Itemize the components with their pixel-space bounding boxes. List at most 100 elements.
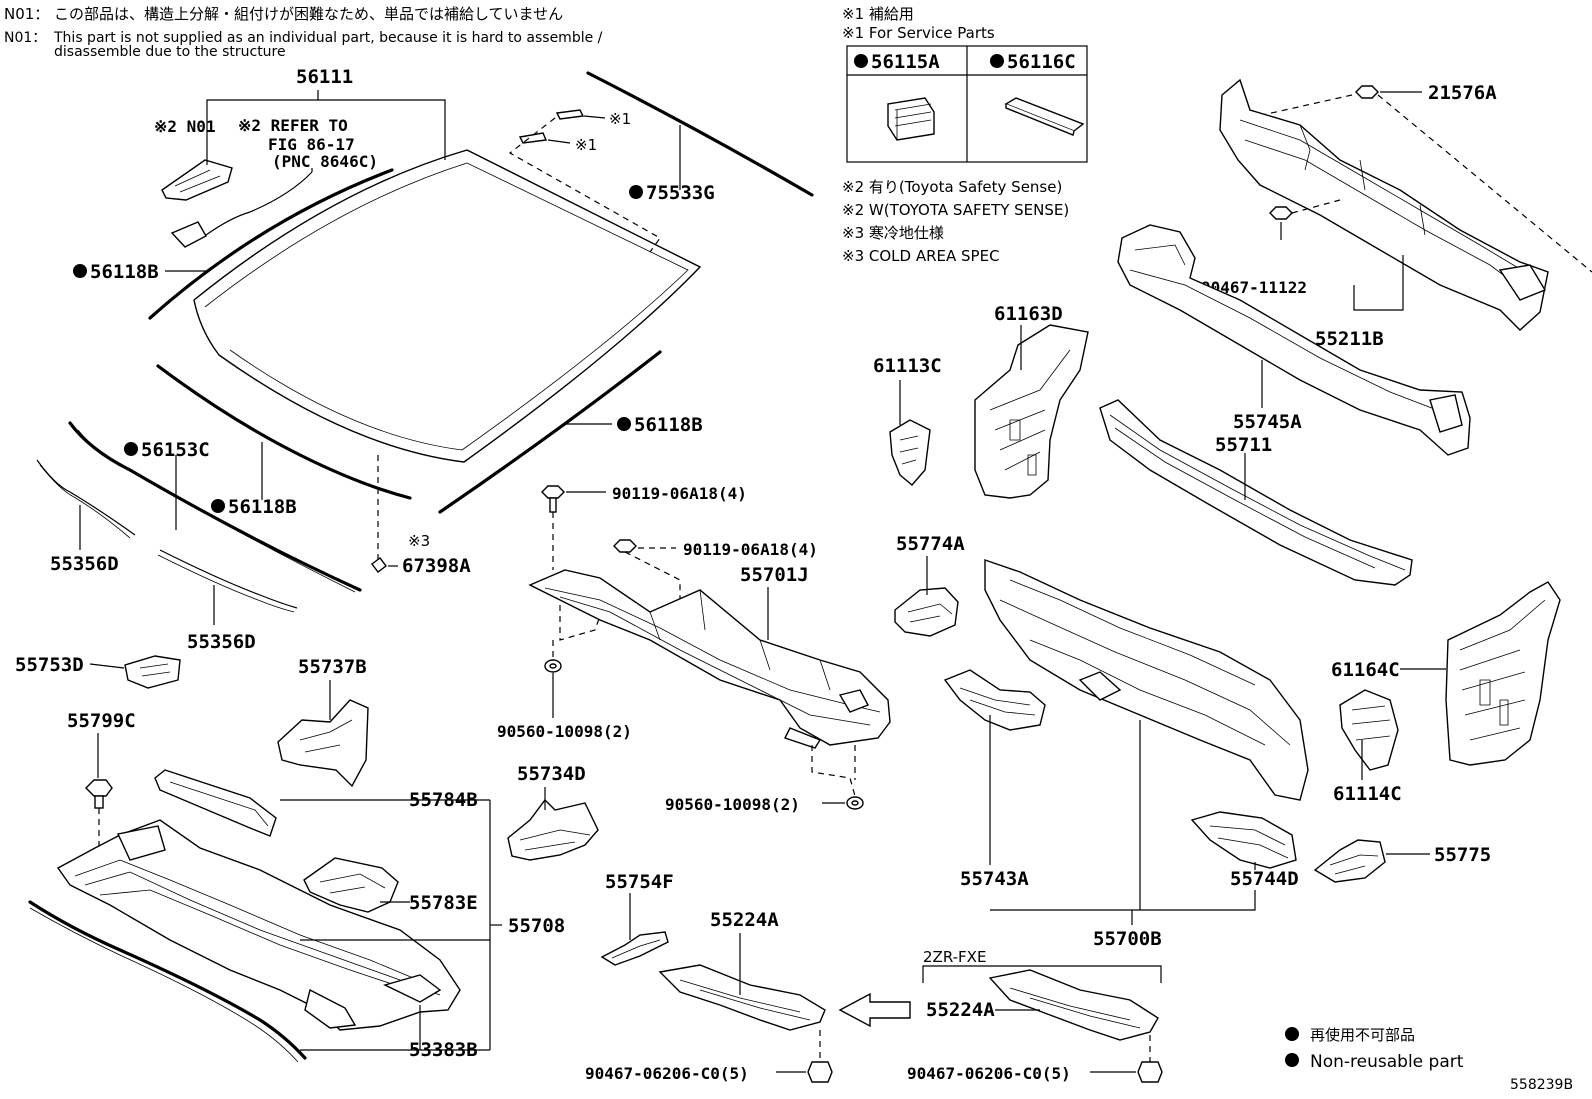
note2-en: ※2 W(TOYOTA SAFETY SENSE) <box>842 201 1069 219</box>
weatherstrip-lower <box>156 364 412 500</box>
seal-55356D-right <box>159 549 298 609</box>
dash-panel-55700B <box>984 559 1309 801</box>
header-notes: N01： この部品は、構造上分解・組付けが困難なため、単品では補給していません … <box>4 5 603 60</box>
figure-id: 558239B <box>1510 1077 1573 1093</box>
service-part-56115A: 56115A <box>871 51 940 73</box>
camera-cover <box>170 221 207 248</box>
windshield-group: 56111 ※2 N01 ※2 REFER TO FIG 86-17 (PNC … <box>36 66 814 653</box>
mark-1b: ※1 <box>575 136 597 154</box>
bracket-61114C <box>1339 689 1399 771</box>
label-fig-86-17: FIG 86-17 <box>268 135 355 154</box>
label-61114C: 61114C <box>1333 783 1402 805</box>
right-lower-group: 55774A 55743A 55744D 55700B 61164C 61114… <box>894 533 1561 950</box>
clip-67398A <box>371 557 387 573</box>
seal-55356D-left <box>36 459 136 536</box>
label-61113C: 61113C <box>873 355 942 377</box>
label-55734D: 55734D <box>517 763 586 785</box>
n01-note-jp: この部品は、構造上分解・組付けが困難なため、単品では補給していません <box>54 5 563 23</box>
label-55701J: 55701J <box>740 564 809 586</box>
bullet-icon <box>854 54 868 68</box>
bracket-55775 <box>1313 839 1386 883</box>
lower-center-group: 55734D 55754F 55224A 90467-06206-C0(5) 2… <box>507 763 1163 1083</box>
weatherstrip-right <box>438 350 662 514</box>
bracket-55744D <box>1190 811 1297 869</box>
mark-3: ※3 <box>408 532 430 550</box>
seal-55784B <box>154 769 277 837</box>
service-parts-legend: ※1 補給用 ※1 For Service Parts 56115A 56116… <box>842 5 1088 265</box>
windshield-glass <box>193 149 702 463</box>
nut-90467-a <box>807 1061 833 1083</box>
cover-55224A-left <box>658 964 826 1031</box>
label-56111: 56111 <box>296 66 353 88</box>
bolt-90119-a <box>541 485 565 499</box>
label-55754F: 55754F <box>605 871 674 893</box>
label-56153C: 56153C <box>141 439 210 461</box>
label-pnc-8646c: (PNC 8646C) <box>272 152 378 171</box>
bullet-icon <box>1285 1053 1299 1067</box>
bullet-icon <box>211 499 225 513</box>
sensor-bracket <box>161 159 233 201</box>
label-55783E: 55783E <box>409 892 478 914</box>
cover-55224A-right <box>988 969 1159 1041</box>
arrow-icon <box>838 992 911 1028</box>
bolt-90119-b <box>613 539 637 553</box>
service-clip-1 <box>555 109 585 120</box>
label-55356D-a: 55356D <box>50 553 119 575</box>
clip-55799C <box>85 779 113 797</box>
note1-en: ※1 For Service Parts <box>842 24 995 42</box>
weatherstrip-upper-left <box>148 168 394 320</box>
cowl-louver-55708 <box>56 819 461 1031</box>
mark-1a: ※1 <box>609 110 631 128</box>
label-67398A: 67398A <box>402 555 471 577</box>
label-n01: ※2 N01 <box>154 117 216 136</box>
label-21576A: 21576A <box>1428 82 1497 104</box>
clip-56115A-drawing <box>887 97 935 141</box>
label-55211B: 55211B <box>1315 328 1384 350</box>
bracket-55753D <box>124 655 181 689</box>
label-55744D: 55744D <box>1230 868 1299 890</box>
label-refer-to: ※2 REFER TO <box>238 116 348 135</box>
n01-note-en-line1: This part is not supplied as an individu… <box>53 30 603 46</box>
nonreusable-en: Non-reusable part <box>1310 1052 1464 1072</box>
label-90560-b: 90560-10098(2) <box>665 795 800 814</box>
weatherstrip-hood <box>28 900 307 1060</box>
label-55737B: 55737B <box>298 656 367 678</box>
clip-21576A <box>1355 85 1379 99</box>
bullet-icon <box>124 442 138 456</box>
bullet-icon <box>990 54 1004 68</box>
label-56118B-a: 56118B <box>90 261 159 283</box>
label-53383B: 53383B <box>409 1039 478 1061</box>
bracket-55774A <box>894 587 959 637</box>
bullet-icon <box>629 185 643 199</box>
n01-note-en-line2: disassemble due to the structure <box>54 44 286 60</box>
label-55775: 55775 <box>1434 844 1491 866</box>
label-55743A: 55743A <box>960 868 1029 890</box>
panel-55711 <box>1099 399 1413 586</box>
label-55708: 55708 <box>508 915 565 937</box>
bracket-55734D <box>507 798 599 861</box>
note3-jp: ※3 寒冷地仕様 <box>842 224 944 242</box>
n01-tag-jp: N01： <box>4 5 49 23</box>
cowl-seal-56153C <box>68 421 362 592</box>
label-55745A: 55745A <box>1233 411 1302 433</box>
label-90119-a: 90119-06A18(4) <box>612 484 747 503</box>
label-56118B-b: 56118B <box>634 414 703 436</box>
note1-jp: ※1 補給用 <box>842 5 914 23</box>
clip-90467-11122 <box>1269 206 1293 220</box>
right-upper-group: 21576A 90467-11122 55211B 55745A 55711 6 <box>873 78 1592 586</box>
label-55774A: 55774A <box>896 533 965 555</box>
cowl-panel-group: 90119-06A18(4) 90119-06A18(4) 55701J 905… <box>497 484 891 814</box>
bracket-61113C <box>889 419 931 486</box>
label-2zr-fxe: 2ZR-FXE <box>923 948 986 966</box>
label-90467-a: 90467-06206-C0(5) <box>585 1064 749 1083</box>
bullet-icon <box>1285 1027 1299 1041</box>
label-55784B: 55784B <box>409 789 478 811</box>
label-55224A-b: 55224A <box>926 999 995 1021</box>
roof-molding <box>586 71 814 197</box>
label-55356D-b: 55356D <box>187 631 256 653</box>
nut-90467-b <box>1137 1061 1163 1083</box>
n01-tag-en: N01： <box>4 30 46 46</box>
nonreusable-jp: 再使用不可部品 <box>1310 1026 1415 1044</box>
label-90467-11122: 90467-11122 <box>1201 278 1307 297</box>
